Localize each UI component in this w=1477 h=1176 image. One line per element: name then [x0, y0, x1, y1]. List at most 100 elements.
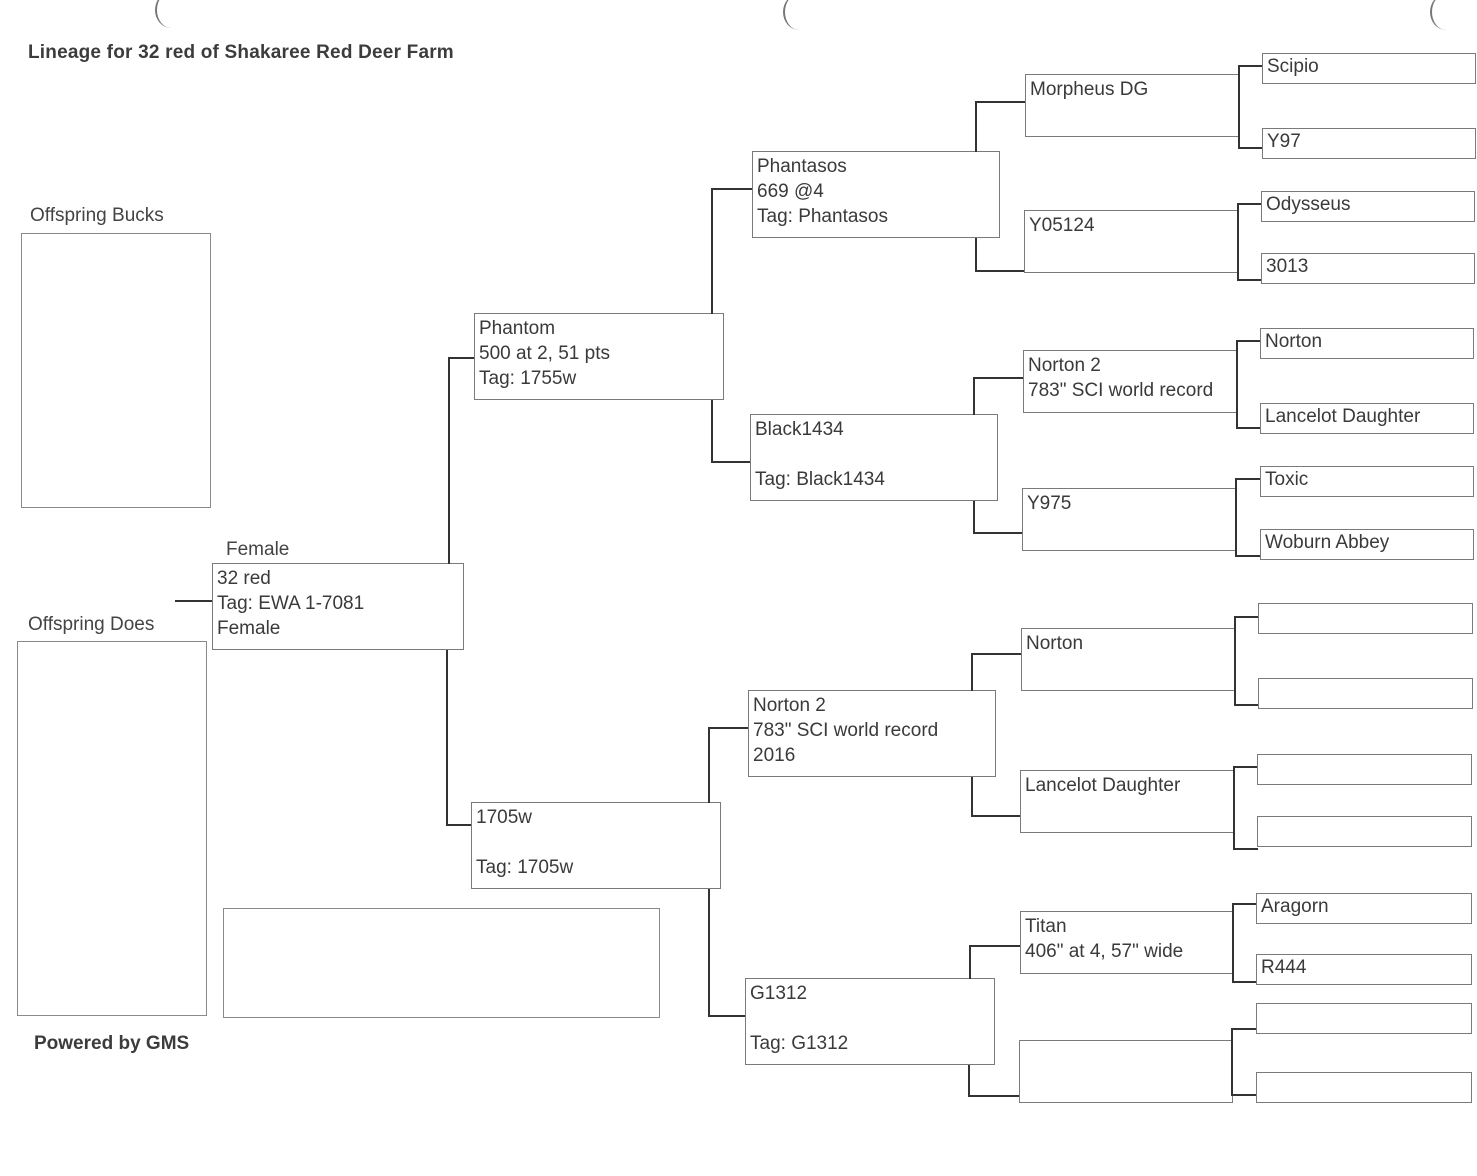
pedigree-node-sire[interactable]: Phantom 500 at 2, 51 pts Tag: 1755w	[474, 313, 724, 400]
node-tag: Tag: Phantasos	[757, 206, 888, 227]
offspring-does-label: Offspring Does	[28, 614, 155, 635]
connector-line	[711, 400, 713, 462]
pedigree-node-gen4[interactable]: Woburn Abbey	[1260, 529, 1474, 560]
node-name: 1705w	[476, 807, 532, 828]
connector-line	[446, 650, 448, 825]
node-name: Lancelot Daughter	[1025, 775, 1181, 796]
node-name: Aragorn	[1261, 896, 1329, 917]
connector-line	[1234, 616, 1259, 618]
pedigree-node-gen4[interactable]	[1257, 816, 1472, 847]
pedigree-node-gen3[interactable]: Lancelot Daughter	[1020, 770, 1235, 833]
pedigree-node-gen4[interactable]	[1256, 1003, 1472, 1034]
punch-hole-icon	[155, 0, 187, 28]
offspring-does-panel	[17, 641, 207, 1016]
pedigree-node-gen4[interactable]: Aragorn	[1256, 893, 1472, 924]
node-name: Y05124	[1029, 215, 1095, 236]
connector-line	[971, 653, 973, 691]
node-name: Odysseus	[1266, 194, 1351, 215]
connector-line	[975, 270, 1024, 272]
node-name: Norton	[1026, 633, 1084, 654]
pedigree-node-gen3[interactable]: Norton 2 783" SCI world record	[1023, 350, 1238, 413]
node-info: 783" SCI world record	[753, 720, 939, 741]
pedigree-node-dam[interactable]: 1705w Tag: 1705w	[471, 802, 721, 889]
node-tag: Tag: 1705w	[476, 857, 574, 878]
connector-line	[448, 357, 450, 564]
connector-line	[971, 777, 973, 817]
connector-line	[973, 532, 1023, 534]
punch-hole-icon	[1430, 0, 1462, 30]
node-name: Woburn Abbey	[1265, 532, 1390, 553]
connector-line	[1232, 981, 1257, 983]
node-info: 669 @4	[757, 181, 824, 202]
pedigree-node-dam-dam[interactable]: G1312 Tag: G1312	[745, 978, 995, 1065]
connector-line	[1235, 555, 1261, 557]
connector-line	[1231, 1028, 1257, 1030]
pedigree-node-gen4[interactable]: R444	[1256, 954, 1472, 985]
connector-line	[1234, 616, 1236, 705]
pedigree-node-gen4[interactable]	[1258, 603, 1473, 634]
pedigree-node-gen4[interactable]: 3013	[1261, 253, 1475, 284]
pedigree-node-gen3[interactable]: Norton	[1021, 628, 1236, 691]
subject-sex-label: Female	[226, 539, 290, 560]
pedigree-node-gen4[interactable]: Lancelot Daughter	[1260, 403, 1474, 434]
pedigree-node-gen4[interactable]: Odysseus	[1261, 191, 1475, 222]
connector-line	[1231, 1094, 1257, 1096]
connector-line	[1233, 766, 1235, 849]
pedigree-node-gen4[interactable]	[1257, 754, 1472, 785]
connector-line	[975, 101, 977, 152]
connector-line	[1235, 478, 1261, 480]
pedigree-node-gen4[interactable]	[1258, 678, 1473, 709]
node-name: Y975	[1027, 493, 1072, 514]
pedigree-node-gen4[interactable]: Y97	[1262, 128, 1476, 159]
node-name: R444	[1261, 957, 1307, 978]
connector-line	[1238, 65, 1240, 148]
pedigree-node-gen3[interactable]: Y05124	[1024, 210, 1239, 273]
connector-line	[975, 101, 1026, 103]
connector-line	[1235, 478, 1237, 556]
punch-hole-icon	[783, 0, 815, 30]
connector-line	[1231, 1028, 1233, 1095]
connector-line	[1233, 766, 1258, 768]
node-name: G1312	[750, 983, 808, 1004]
connector-line	[708, 1015, 746, 1017]
pedigree-node-subject[interactable]: 32 red Tag: EWA 1-7081 Female	[212, 563, 464, 650]
pedigree-node-gen4[interactable]	[1256, 1072, 1472, 1103]
offspring-bucks-label: Offspring Bucks	[30, 205, 164, 226]
pedigree-node-gen3[interactable]: Y975	[1022, 488, 1237, 551]
node-name: Scipio	[1267, 56, 1319, 77]
pedigree-node-sire-sire[interactable]: Phantasos 669 @4 Tag: Phantasos	[752, 151, 1000, 238]
connector-line	[711, 188, 753, 190]
notes-panel	[223, 908, 660, 1018]
connector-line	[973, 501, 975, 534]
pedigree-node-gen3[interactable]	[1019, 1040, 1233, 1103]
node-name: Norton	[1265, 331, 1323, 352]
pedigree-node-gen3[interactable]: Titan 406" at 4, 57" wide	[1020, 911, 1234, 974]
node-sex: Female	[217, 618, 281, 639]
pedigree-node-dam-sire[interactable]: Norton 2 783" SCI world record 2016	[748, 690, 996, 777]
connector-line	[1237, 279, 1262, 281]
connector-line	[448, 357, 475, 359]
pedigree-node-gen4[interactable]: Norton	[1260, 328, 1474, 359]
pedigree-node-gen4[interactable]: Scipio	[1262, 53, 1476, 84]
node-name: Y97	[1267, 131, 1301, 152]
connector-line	[975, 238, 977, 271]
connector-line	[971, 653, 1022, 655]
connector-line	[1237, 203, 1239, 280]
connector-line	[1236, 340, 1238, 428]
connector-line	[446, 824, 472, 826]
node-tag: Tag: G1312	[750, 1033, 849, 1054]
connector-line	[1233, 848, 1258, 850]
node-name: Phantasos	[757, 156, 847, 177]
page-title: Lineage for 32 red of Shakaree Red Deer …	[28, 42, 454, 63]
connector-line	[973, 377, 975, 415]
pedigree-node-gen3[interactable]: Morpheus DG	[1025, 74, 1240, 137]
pedigree-node-gen4[interactable]: Toxic	[1260, 466, 1474, 497]
connector-line	[1232, 903, 1234, 982]
connector-line	[971, 815, 1021, 817]
node-name: 32 red	[217, 568, 271, 589]
node-name: Titan	[1025, 916, 1067, 937]
pedigree-node-sire-dam[interactable]: Black1434 Tag: Black1434	[750, 414, 998, 501]
connector-line	[1236, 340, 1261, 342]
node-name: Black1434	[755, 419, 844, 440]
node-name: Lancelot Daughter	[1265, 406, 1421, 427]
